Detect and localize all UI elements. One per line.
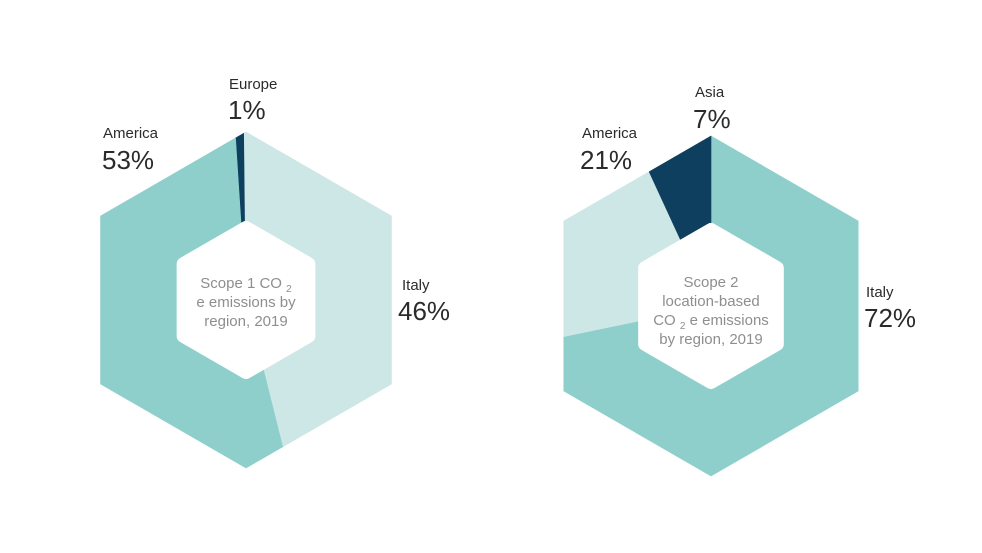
chart-scope1: Scope 1 CO 2 e emissions by region, 2019… <box>100 76 450 469</box>
label-europe-name: Europe <box>229 76 277 93</box>
label-italy-name: Italy <box>402 277 430 294</box>
chart-scope1-title-line-2: e emissions by <box>196 294 296 311</box>
label-america-value: 53% <box>102 145 154 175</box>
label-italy-value: 46% <box>398 296 450 326</box>
chart-scope2-title-line-1: Scope 2 <box>683 274 738 291</box>
chart-scope1-title-line-3: region, 2019 <box>204 313 287 330</box>
label-america2-value: 21% <box>580 145 632 175</box>
label-america-name: America <box>103 125 159 142</box>
chart-scope1-center-hexagon <box>176 221 316 379</box>
chart-scope2-title-line-2: location-based <box>662 293 760 310</box>
label-asia-value: 7% <box>693 104 731 134</box>
chart-scope1-title-line-1: Scope 1 CO 2 <box>200 275 292 295</box>
chart-scope2-center-hexagon <box>638 223 784 389</box>
label-asia-name: Asia <box>695 84 725 101</box>
chart-scope2-title-line-4: by region, 2019 <box>659 331 762 348</box>
label-europe-value: 1% <box>228 95 266 125</box>
label-italy2-name: Italy <box>866 284 894 301</box>
label-america2-name: America <box>582 125 638 142</box>
chart-scope2-title-line-3: CO 2 e emissions <box>653 312 769 332</box>
chart-scope2: Scope 2 location-based CO 2 e emissions … <box>563 84 916 477</box>
label-italy2-value: 72% <box>864 303 916 333</box>
